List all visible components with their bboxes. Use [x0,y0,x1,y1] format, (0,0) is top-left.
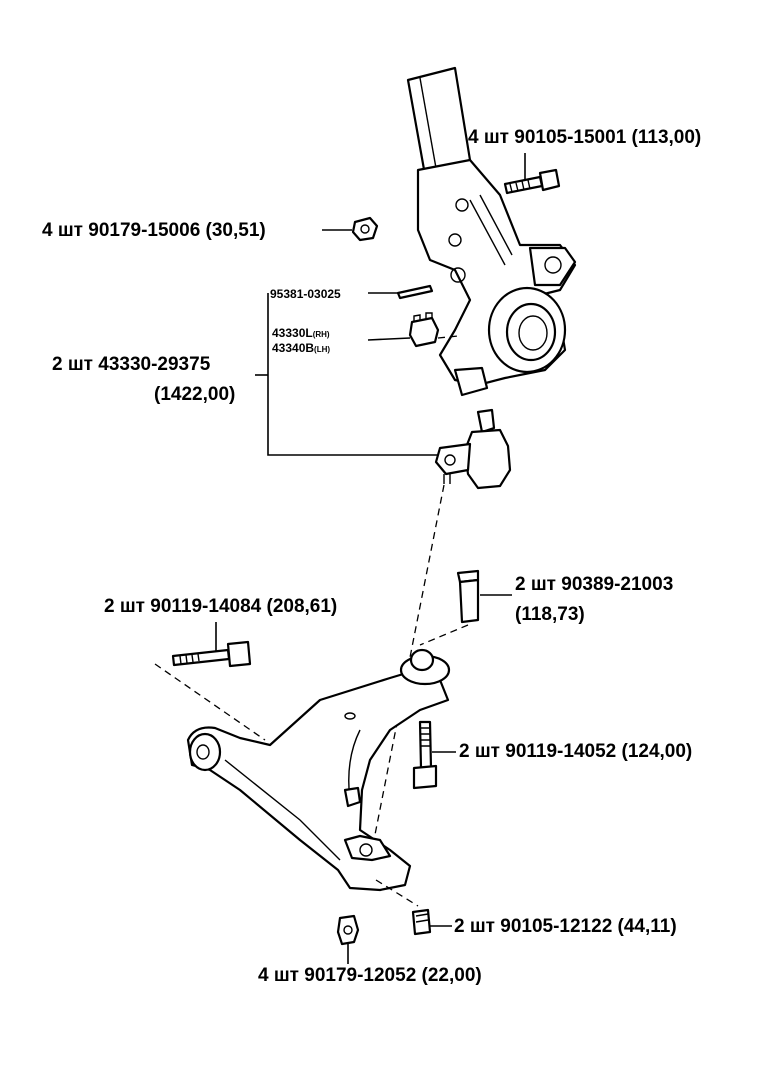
label-nut-lh: 43340B(LH) [272,342,330,356]
label-nut-rh-code: 43330L [272,326,313,340]
nut-top [322,216,379,242]
label-bolt-bottom: 2 шт 90105-12122 (44,11) [454,916,677,937]
bolt-right [412,720,456,790]
bolt-top [503,153,561,195]
bolt-bottom [375,879,452,936]
nut-bottom [336,914,360,964]
bushing [419,569,512,646]
label-bushing-line2: (118,73) [515,604,585,625]
label-bolt-top: 4 шт 90105-15001 (113,00) [468,127,702,148]
assembly-line-center [369,484,445,861]
label-ball-joint-line2: (1422,00) [154,384,236,405]
label-nut-lh-side: (LH) [314,345,331,354]
strut-tube [406,66,472,177]
label-bolt-left: 2 шт 90119-14084 (208,61) [104,596,338,617]
lower-control-arm [186,648,451,892]
label-cotter-pin: 95381-03025 [270,287,341,301]
label-nut-bottom: 4 шт 90179-12052 (22,00) [258,965,482,986]
ball-joint [434,408,512,490]
label-bolt-right: 2 шт 90119-14052 (124,00) [459,741,693,762]
bolt-left [154,622,266,741]
label-nut-top: 4 шт 90179-15006 (30,51) [42,220,266,241]
ball-joint-bracket [255,293,438,456]
label-bushing-line1: 2 шт 90389-21003 [515,574,674,595]
label-nut-rh: 43330L(RH) [272,327,330,341]
label-ball-joint-line1: 2 шт 43330-29375 [52,354,211,375]
label-nut-rh-side: (RH) [312,330,330,339]
castle-nut [367,312,459,348]
label-nut-lh-code: 43340B [272,341,315,355]
cotter-pin [368,284,434,300]
steering-knuckle [416,158,577,397]
